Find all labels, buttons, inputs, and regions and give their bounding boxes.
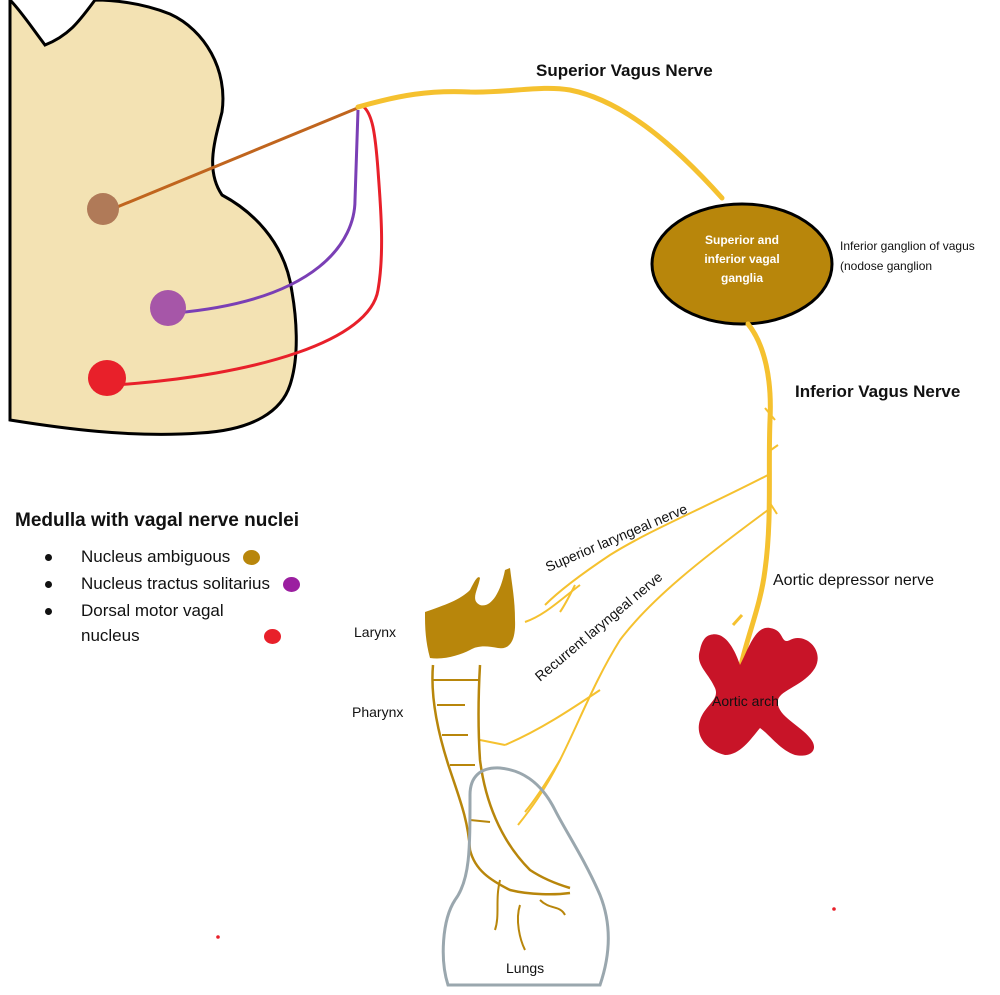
legend-item-nucleus-tractus-solitarius: Nucleus tractus solitarius [15, 571, 355, 596]
larynx-shape [425, 568, 515, 658]
legend-item-label: Nucleus tractus solitarius [81, 574, 270, 593]
medulla-shape [10, 0, 296, 434]
superior-laryngeal-nerve-label: Superior laryngeal nerve [543, 500, 690, 574]
nucleus-ambiguous-dot [87, 193, 119, 225]
ganglia-label-line1: Superior and [705, 233, 779, 247]
nerve-twig [480, 740, 505, 745]
bullet-icon [45, 554, 52, 561]
inferior-vagus-nerve [738, 324, 770, 680]
recurrent-laryngeal-nerve-label: Recurrent laryngeal nerve [532, 568, 666, 684]
superior-vagus-nerve [358, 88, 722, 198]
nerve-twig [505, 690, 600, 745]
legend-item-label: Nucleus ambiguous [81, 547, 230, 566]
inferior-ganglion-label-line1: Inferior ganglion of vagus [840, 239, 975, 253]
larynx-label: Larynx [354, 624, 396, 640]
nerve-twig [525, 760, 560, 812]
inferior-vagus-nerve-label: Inferior Vagus Nerve [795, 382, 960, 401]
nerve-twig [733, 615, 742, 625]
nucleus-tractus-solitarius-dot [150, 290, 186, 326]
legend: Medulla with vagal nerve nuclei Nucleus … [15, 510, 355, 650]
aortic-arch-shape [699, 628, 818, 756]
bronchi-branch [518, 905, 525, 950]
legend-list: Nucleus ambiguous Nucleus tractus solita… [15, 544, 355, 648]
dorsal-motor-vagal-nucleus-swatch [264, 629, 281, 644]
ganglia-label-line3: ganglia [721, 271, 763, 285]
lungs-label: Lungs [506, 960, 544, 976]
speck [832, 907, 836, 911]
legend-item-nucleus-ambiguous: Nucleus ambiguous [15, 544, 355, 569]
aortic-arch-label: Aortic arch [712, 693, 779, 709]
bullet-icon [45, 608, 52, 615]
lungs-outline [443, 768, 608, 985]
bronchi-branch [495, 880, 500, 930]
aortic-depressor-nerve-label: Aortic depressor nerve [773, 572, 934, 589]
nucleus-ambiguous-swatch [243, 550, 260, 565]
superior-vagus-nerve-label: Superior Vagus Nerve [536, 61, 713, 80]
nucleus-tractus-solitarius-swatch [283, 577, 300, 592]
speck [216, 935, 220, 939]
legend-title: Medulla with vagal nerve nuclei [15, 510, 355, 532]
bullet-icon [45, 581, 52, 588]
pharynx-ring [470, 820, 490, 822]
pharynx-label: Pharynx [352, 704, 403, 720]
dorsal-motor-vagal-nucleus-dot [88, 360, 126, 396]
inferior-ganglion-label-line2: (nodose ganglion [840, 259, 932, 273]
ganglia-label-line2: inferior vagal [704, 252, 779, 266]
bronchi-branch [540, 900, 565, 915]
legend-item-label: Dorsal motor vagal nucleus [81, 598, 251, 648]
legend-item-dorsal-motor-vagal-nucleus: Dorsal motor vagal nucleus [15, 598, 355, 648]
